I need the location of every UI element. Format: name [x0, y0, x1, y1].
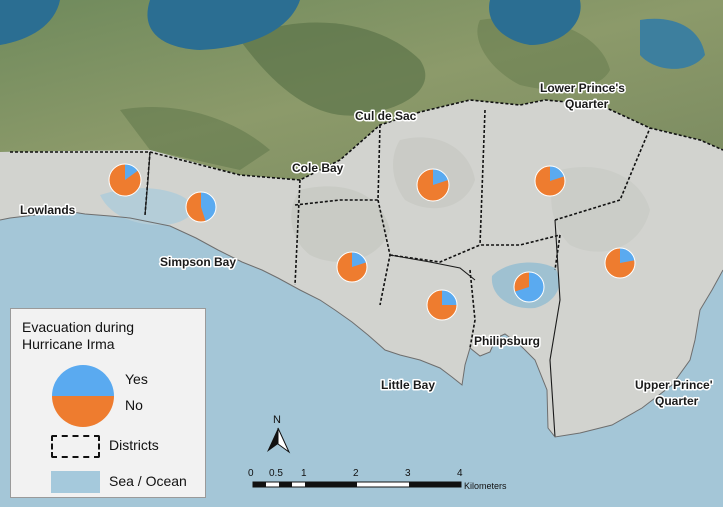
pie-slice-yes [514, 272, 544, 302]
label-lower-princes-1: Lower Prince's [540, 81, 625, 95]
northern-bay-right [489, 0, 581, 45]
northern-bay-far-right [640, 18, 705, 69]
legend-pie-no-half [52, 396, 114, 427]
pie-lower-princes [534, 165, 566, 197]
label-simpson-bay: Simpson Bay [160, 255, 236, 269]
pie-slice-yes [352, 252, 367, 267]
legend-sea-label: Sea / Ocean [109, 473, 187, 489]
legend-sea-swatch [51, 471, 100, 493]
northern-bay-left [0, 0, 60, 45]
legend-title: Evacuation during Hurricane Irma [22, 319, 135, 352]
pie-outline [604, 247, 636, 279]
pie-outline [185, 191, 217, 223]
north-label: N [273, 414, 281, 426]
label-lowlands: Lowlands [20, 203, 76, 217]
label-philipsburg: Philipsburg [474, 334, 540, 348]
scale-unit: Kilometers [464, 481, 507, 491]
pie-outline [534, 165, 566, 197]
pie-cul-de-sac [416, 168, 450, 202]
scale-tick-0-5: 0.5 [269, 468, 283, 479]
pie-slice-yes [620, 248, 635, 263]
northern-bay-center [147, 0, 300, 50]
legend-pie-yes-half [52, 365, 114, 396]
label-upper-princes-2: Quarter [655, 394, 699, 408]
vegetation-patch [240, 22, 426, 116]
pie-upper-princes [604, 247, 636, 279]
pie-outline [416, 168, 450, 202]
pie-chart-layer [108, 163, 636, 321]
scale-bar [252, 481, 462, 488]
scale-tick-3: 3 [405, 468, 411, 479]
pie-slice-yes [125, 164, 138, 180]
legend-no-label: No [125, 397, 143, 413]
legend-pie-icon [52, 365, 114, 427]
label-upper-princes-1: Upper Prince' [635, 378, 713, 392]
pie-slice-yes [550, 166, 565, 181]
map-legend: Evacuation during Hurricane Irma Yes No … [10, 308, 206, 498]
pie-outline [336, 251, 368, 283]
scale-tick-2: 2 [353, 468, 359, 479]
pie-little-bay [426, 289, 458, 321]
legend-yes-label: Yes [125, 371, 148, 387]
scale-tick-4: 4 [457, 468, 463, 479]
pie-outline [108, 163, 142, 197]
legend-districts-swatch [51, 435, 100, 458]
scale-tick-1: 1 [301, 468, 307, 479]
scale-tick-0: 0 [248, 468, 254, 479]
pie-cole-bay [336, 251, 368, 283]
pie-outline [513, 271, 545, 303]
coastline [0, 209, 723, 438]
label-cul-de-sac: Cul de Sac [355, 109, 417, 123]
pie-lowlands [108, 163, 142, 197]
district-borders [144, 151, 561, 438]
pie-philipsburg [513, 271, 545, 303]
legend-districts-label: Districts [109, 437, 159, 453]
label-little-bay: Little Bay [381, 378, 435, 392]
pie-slice-yes [433, 169, 449, 185]
north-arrow-icon [267, 427, 291, 454]
label-cole-bay: Cole Bay [292, 161, 344, 175]
pie-slice-yes [442, 290, 457, 305]
pie-simpson-bay [185, 191, 217, 223]
label-lower-princes-2: Quarter [565, 97, 609, 111]
vegetation-patch [120, 106, 270, 170]
pie-outline [426, 289, 458, 321]
terrain-texture [291, 186, 390, 262]
district-boundaries [10, 99, 723, 349]
pie-slice-yes [201, 192, 217, 222]
